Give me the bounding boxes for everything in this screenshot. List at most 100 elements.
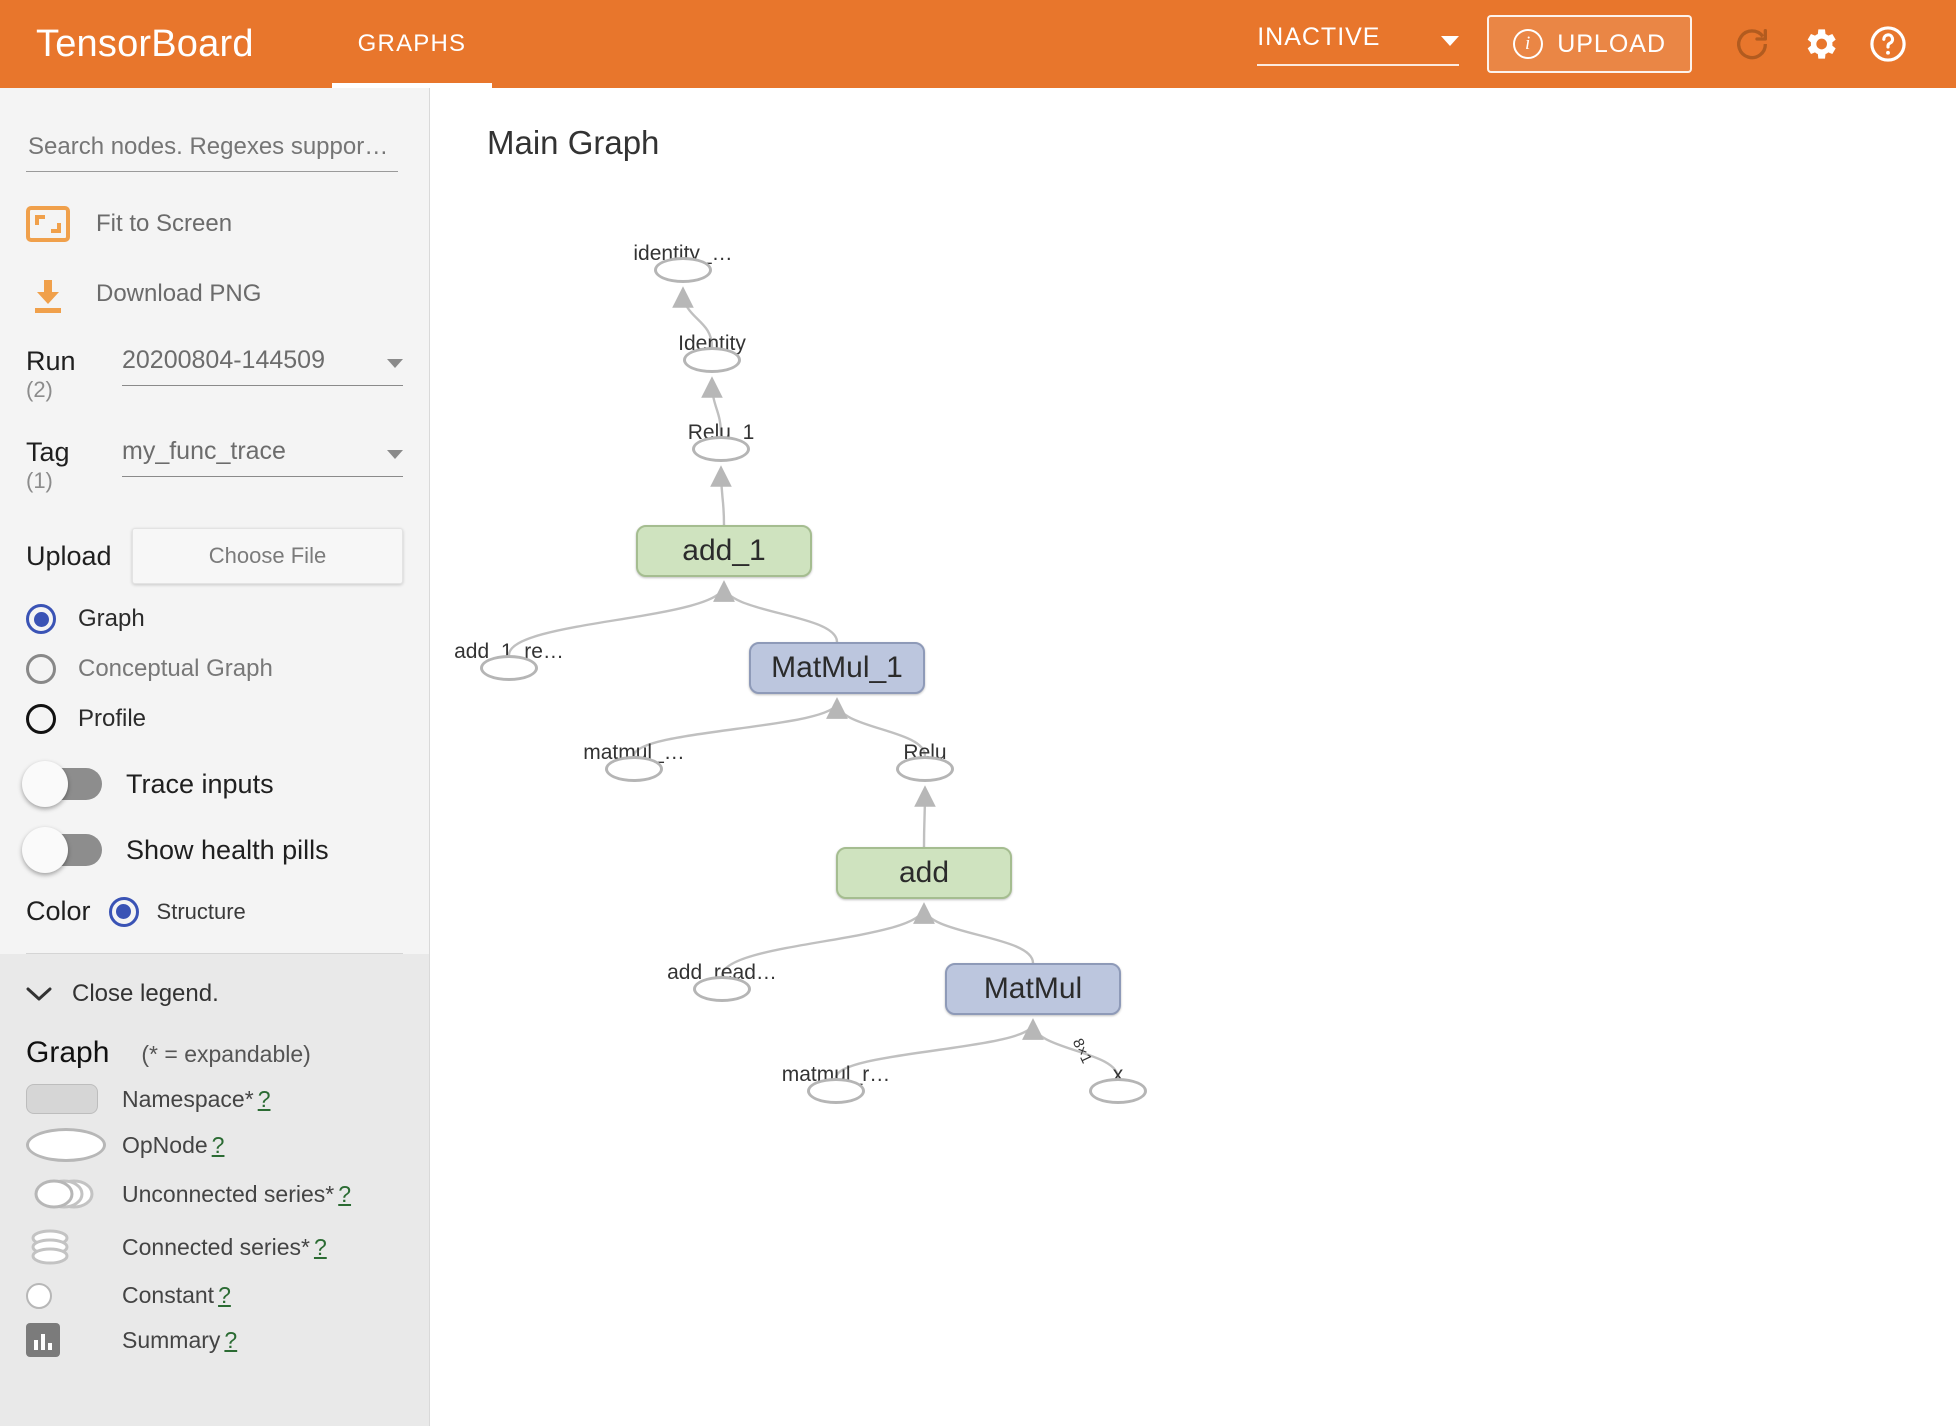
- graph-node-oval[interactable]: [683, 347, 741, 373]
- help-link[interactable]: ?: [338, 1180, 352, 1207]
- run-count: (2): [26, 377, 53, 402]
- connected-series-shape-icon: [26, 1226, 122, 1268]
- graph-edges: [507, 286, 1120, 1079]
- tag-dropdown[interactable]: my_func_trace: [122, 437, 403, 477]
- graph-node-oval[interactable]: [807, 1078, 865, 1104]
- upload-field: Upload Choose File: [26, 528, 403, 584]
- graph-node-oval[interactable]: [605, 756, 663, 782]
- sidebar-controls: Fit to Screen Download PNG Run (2): [0, 88, 429, 954]
- run-label: Run: [26, 346, 76, 376]
- radio-graph[interactable]: Graph: [26, 604, 403, 634]
- radio-graph-indicator: [26, 604, 56, 634]
- radio-profile[interactable]: Profile: [26, 704, 403, 734]
- chevron-down-icon: [26, 987, 52, 1001]
- tag-field: Tag (1) my_func_trace: [26, 437, 403, 494]
- radio-graph-label: Graph: [78, 605, 145, 632]
- gear-icon[interactable]: [1794, 18, 1846, 70]
- download-icon: [26, 276, 70, 313]
- graph-node-box[interactable]: MatMul_1: [749, 642, 925, 694]
- opnode-shape-icon: [26, 1128, 122, 1162]
- color-field: Color Structure: [26, 896, 403, 927]
- radio-structure-label: Structure: [156, 898, 246, 924]
- toggle-show-health-pills[interactable]: Show health pills: [22, 827, 403, 873]
- help-link[interactable]: ?: [257, 1085, 271, 1112]
- radio-conceptual-graph-label: Conceptual Graph: [78, 655, 273, 682]
- graph-node-oval[interactable]: [480, 655, 538, 681]
- tag-value: my_func_trace: [122, 437, 286, 465]
- toggle-knob: [22, 761, 68, 807]
- top-app-bar: TensorBoard GRAPHS INACTIVE i UPLOAD: [0, 0, 1956, 88]
- app-brand: TensorBoard: [36, 22, 254, 65]
- chevron-down-icon: [1441, 35, 1460, 46]
- radio-conceptual-graph[interactable]: Conceptual Graph: [26, 654, 403, 684]
- legend-item-constant: Constant ?: [26, 1282, 403, 1309]
- tag-count: (1): [26, 468, 53, 493]
- graph-edge: [1022, 1018, 1120, 1079]
- download-png-label: Download PNG: [96, 280, 262, 307]
- graph-node-label: add_read…: [667, 961, 777, 984]
- run-dropdown[interactable]: 20200804-144509: [122, 346, 403, 386]
- close-legend-label: Close legend.: [72, 980, 219, 1007]
- graph-node-oval[interactable]: [896, 756, 954, 782]
- upload-button[interactable]: i UPLOAD: [1487, 15, 1692, 73]
- graph-node-oval[interactable]: [693, 976, 751, 1002]
- legend-subtitle: (* = expandable): [141, 1041, 311, 1067]
- download-png-button[interactable]: Download PNG: [26, 276, 403, 313]
- toggle-trace-inputs[interactable]: Trace inputs: [22, 761, 403, 807]
- legend-item-connected-series: Connected series* ?: [26, 1226, 403, 1268]
- help-link[interactable]: ?: [313, 1233, 327, 1260]
- graph-node-box[interactable]: add_1: [636, 525, 812, 577]
- fit-screen-icon: [26, 206, 70, 242]
- toggle-trace-inputs-switch[interactable]: [22, 761, 102, 807]
- search-input[interactable]: [26, 132, 398, 172]
- graph-node-box[interactable]: add: [836, 847, 1012, 899]
- legend-item-namespace: Namespace* ?: [26, 1084, 403, 1114]
- graph-node-oval[interactable]: [654, 257, 712, 283]
- graph-node-oval[interactable]: [1089, 1078, 1147, 1104]
- graph-node-label: add_1_re…: [454, 640, 564, 663]
- run-field: Run (2) 20200804-144509: [26, 346, 403, 403]
- help-link[interactable]: ?: [211, 1131, 225, 1158]
- toggle-show-health-pills-switch[interactable]: [22, 827, 102, 873]
- toggle-trace-inputs-label: Trace inputs: [126, 768, 274, 799]
- toggle-knob: [22, 827, 68, 873]
- help-icon[interactable]: [1862, 18, 1914, 70]
- graph-node-oval[interactable]: [692, 436, 750, 462]
- run-status-dropdown[interactable]: INACTIVE: [1257, 22, 1460, 66]
- graph-node-box[interactable]: MatMul: [945, 963, 1121, 1015]
- namespace-shape-icon: [26, 1084, 122, 1114]
- graph-edge: [701, 376, 723, 437]
- legend-item-unconnected-series: Unconnected series* ?: [26, 1176, 403, 1212]
- left-sidebar: Fit to Screen Download PNG Run (2): [0, 88, 430, 1426]
- radio-profile-label: Profile: [78, 705, 147, 732]
- page-title: Main Graph: [487, 124, 660, 161]
- refresh-icon[interactable]: [1726, 18, 1778, 70]
- legend-constant-label: Constant: [122, 1282, 215, 1308]
- upload-button-label: UPLOAD: [1557, 29, 1666, 58]
- legend-item-summary: Summary ?: [26, 1323, 403, 1357]
- fit-to-screen-label: Fit to Screen: [96, 210, 233, 237]
- legend-header: Graph (* = expandable): [26, 1036, 403, 1070]
- graph-node-label: matmul_…: [583, 741, 685, 764]
- tag-label: Tag: [26, 437, 70, 467]
- close-legend-button[interactable]: Close legend.: [26, 980, 403, 1008]
- choose-file-button[interactable]: Choose File: [132, 528, 403, 584]
- legend-item-opnode: OpNode ?: [26, 1128, 403, 1162]
- sidebar-divider: [26, 953, 403, 954]
- radio-structure-indicator[interactable]: [108, 896, 139, 927]
- help-link[interactable]: ?: [218, 1282, 231, 1308]
- top-bar-actions: INACTIVE i UPLOAD: [1257, 0, 1922, 88]
- legend-summary-label: Summary: [122, 1326, 221, 1353]
- tab-graphs[interactable]: GRAPHS: [331, 0, 493, 88]
- graph-node-label: x: [1112, 1063, 1124, 1086]
- graph-edge: [672, 286, 714, 348]
- legend-namespace-label: Namespace*: [122, 1085, 254, 1112]
- run-label-group: Run (2): [26, 346, 122, 403]
- graph-edge: [713, 580, 839, 643]
- help-link[interactable]: ?: [224, 1326, 238, 1353]
- graph-edge: [914, 785, 936, 848]
- run-status-label: INACTIVE: [1257, 22, 1381, 51]
- fit-to-screen-button[interactable]: Fit to Screen: [26, 206, 403, 242]
